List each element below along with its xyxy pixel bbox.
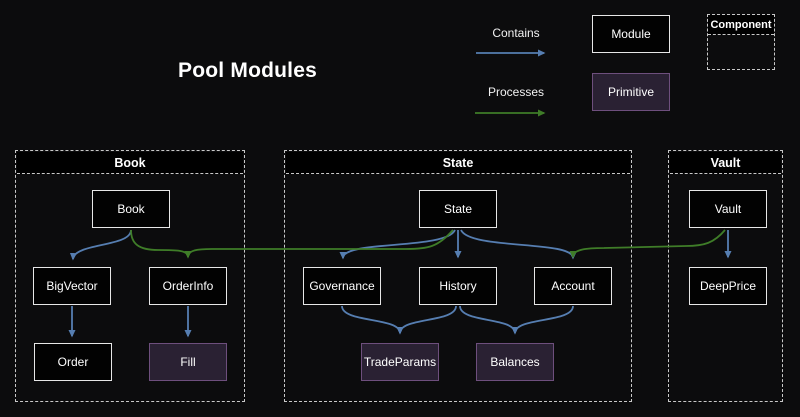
legend-primitive-sample: Primitive	[592, 73, 670, 111]
container-state: State	[284, 150, 632, 402]
node-book: Book	[92, 190, 170, 228]
node-order: Order	[34, 343, 112, 381]
legend-component-label: Component	[708, 15, 774, 35]
node-fill: Fill	[149, 343, 227, 381]
node-balances: Balances	[476, 343, 554, 381]
node-orderinfo: OrderInfo	[149, 267, 227, 305]
legend-component-sample: Component	[707, 14, 775, 70]
container-vault-header: Vault	[670, 152, 781, 174]
node-account: Account	[534, 267, 612, 305]
node-state: State	[419, 190, 497, 228]
legend-processes-label: Processes	[487, 85, 545, 99]
node-vault: Vault	[689, 190, 767, 228]
page-title: Pool Modules	[178, 59, 317, 82]
node-deepprice: DeepPrice	[689, 267, 767, 305]
node-history: History	[419, 267, 497, 305]
node-bigvector: BigVector	[33, 267, 111, 305]
node-governance: Governance	[303, 267, 381, 305]
container-book-header: Book	[17, 152, 243, 174]
container-book: Book	[15, 150, 245, 402]
legend-contains-label: Contains	[492, 26, 540, 40]
node-tradeparams: TradeParams	[361, 343, 439, 381]
container-state-header: State	[286, 152, 630, 174]
legend-module-sample: Module	[592, 15, 670, 53]
container-vault: Vault	[668, 150, 783, 402]
